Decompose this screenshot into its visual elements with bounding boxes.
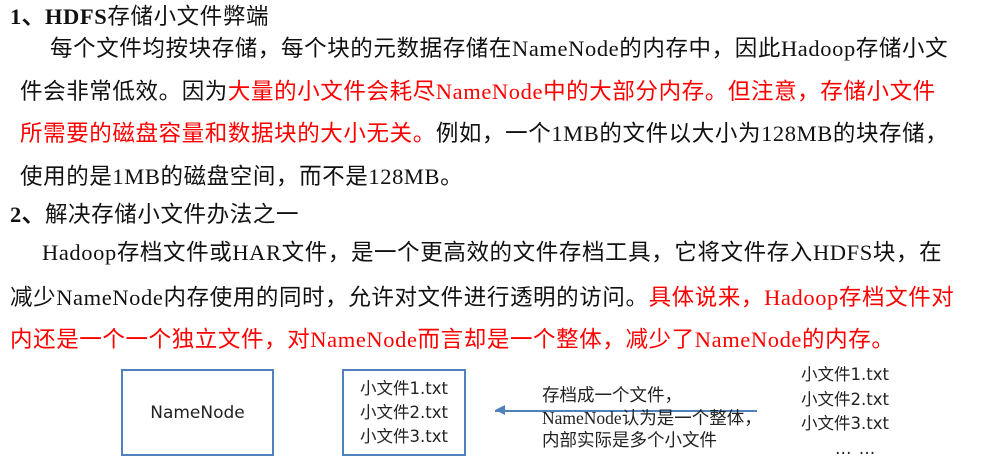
description-line: 存档成一个文件， xyxy=(542,385,682,405)
highlight-span: 具体说来，Hadoop存档文件对 xyxy=(648,285,955,310)
section2-line-3: 内还是一个一个独立文件，对NameNode而言却是一个整体，减少了NameNod… xyxy=(10,325,894,355)
highlight-span: 大量的小文件会耗尽NameNode中的大部分内存。但注意，存储小文件 xyxy=(227,79,936,104)
section1-number: 1、 xyxy=(10,4,45,29)
text-span: Hadoop存档文件或HAR文件，是一个更高效的文件存档工具，它将文件存入HDF… xyxy=(42,240,943,265)
description-line: 内部实际是多个小文件 xyxy=(542,430,717,450)
archive-arrow xyxy=(495,410,757,412)
har-file-item: 小文件3.txt xyxy=(360,426,448,446)
namenode-box: NameNode xyxy=(121,369,274,456)
archive-description: 存档成一个文件， NameNode认为是一个整体， 内部实际是多个小文件 xyxy=(542,384,762,452)
section2-line-2: 减少NameNode内存使用的同时，允许对文件进行透明的访问。具体说来，Hado… xyxy=(10,283,954,313)
section2-line-1: Hadoop存档文件或HAR文件，是一个更高效的文件存档工具，它将文件存入HDF… xyxy=(42,238,942,268)
text-span: 使用的是1MB的磁盘空间，而不是128MB。 xyxy=(20,164,464,189)
section2-title: 解决存储小文件办法之一 xyxy=(44,202,300,227)
highlight-span: 内还是一个一个独立文件，对NameNode而言却是一个整体，减少了NameNod… xyxy=(10,327,895,352)
har-archive-box: 小文件1.txt 小文件2.txt 小文件3.txt xyxy=(342,369,466,456)
section1-line-2: 件会非常低效。因为大量的小文件会耗尽NameNode中的大部分内存。但注意，存储… xyxy=(20,77,936,107)
source-file-ellipsis: … … xyxy=(835,438,877,458)
source-files-list: 小文件1.txt 小文件2.txt 小文件3.txt … … xyxy=(801,363,889,461)
source-file-item: 小文件2.txt xyxy=(801,389,889,409)
section2-number: 2、 xyxy=(10,202,45,227)
text-span: 件会非常低效。因为 xyxy=(20,79,228,104)
section1-heading: 1、HDFS存储小文件弊端 xyxy=(10,2,269,32)
section2-heading: 2、解决存储小文件办法之一 xyxy=(10,200,299,230)
text-span: 例如，一个1MB的文件以大小为128MB的块存储， xyxy=(435,121,949,146)
highlight-span: 所需要的磁盘容量和数据块的大小无关。 xyxy=(20,121,436,146)
section1-line-4: 使用的是1MB的磁盘空间，而不是128MB。 xyxy=(20,162,463,192)
har-file-item: 小文件1.txt xyxy=(360,378,448,398)
section1-line-3: 所需要的磁盘容量和数据块的大小无关。例如，一个1MB的文件以大小为128MB的块… xyxy=(20,119,948,149)
har-file-item: 小文件2.txt xyxy=(360,402,448,422)
source-file-item: 小文件3.txt xyxy=(801,414,889,433)
section1-title-bold: HDFS xyxy=(44,4,108,29)
namenode-label: NameNode xyxy=(150,402,245,423)
section1-line-1: 每个文件均按块存储，每个块的元数据存储在NameNode的内存中，因此Hadoo… xyxy=(50,34,948,64)
source-file-item: 小文件1.txt xyxy=(801,365,889,384)
description-line: NameNode认为是一个整体， xyxy=(542,407,762,428)
text-span: 减少NameNode内存使用的同时，允许对文件进行透明的访问。 xyxy=(10,285,649,310)
text-span: 每个文件均按块存储，每个块的元数据存储在NameNode的内存中，因此Hadoo… xyxy=(50,36,949,61)
section1-title-rest: 存储小文件弊端 xyxy=(107,4,270,29)
